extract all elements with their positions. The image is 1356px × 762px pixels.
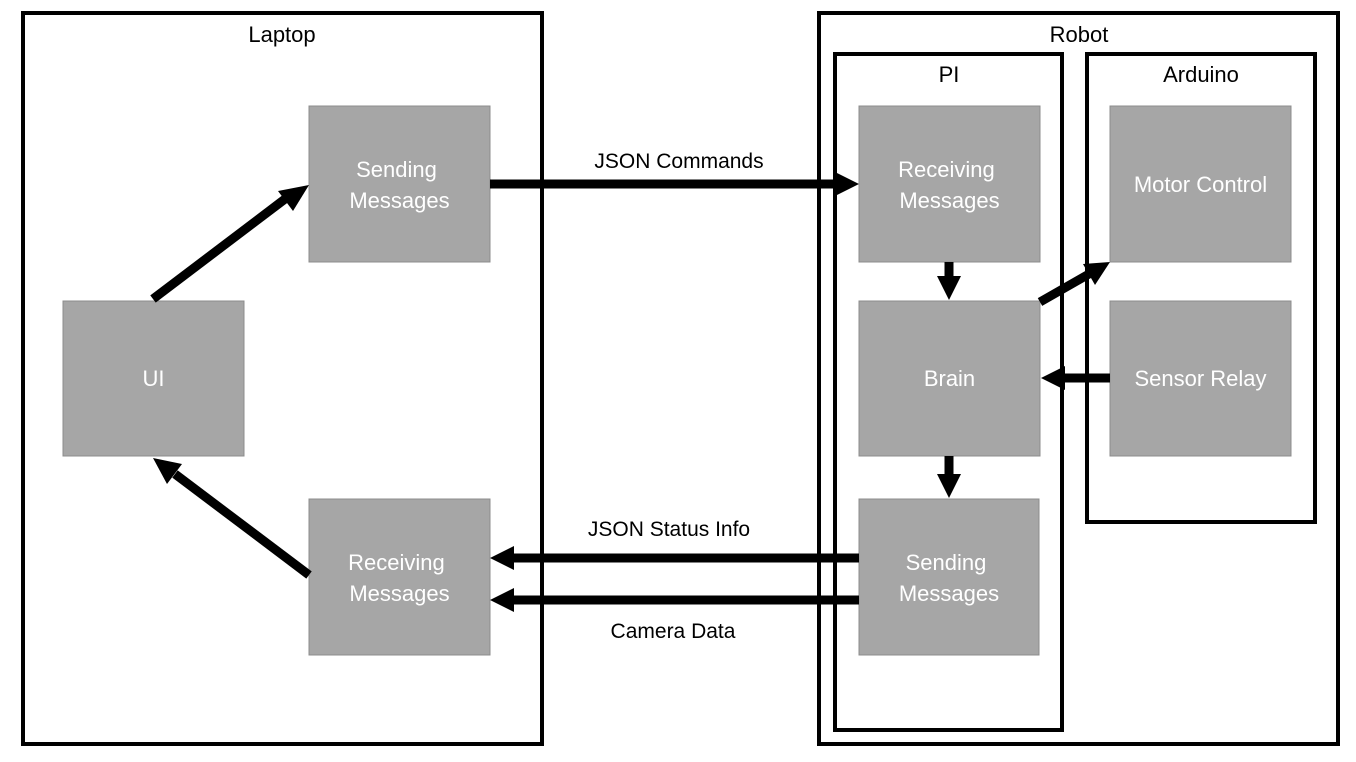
pi-brain-node: Brain <box>858 300 1041 457</box>
pi-sending-label: Sending Messages <box>899 550 999 606</box>
pi-sending-line-2: Messages <box>899 581 999 606</box>
laptop-receiving-line-2: Messages <box>349 581 449 606</box>
pi-label: PI <box>939 62 960 87</box>
pi-receiving-line-2: Messages <box>899 188 999 213</box>
arrow-receiving-to-ui <box>153 458 312 579</box>
laptop-sending-line-1: Sending <box>356 157 437 182</box>
laptop-sending-line-2: Messages <box>349 188 449 213</box>
json-commands-label: JSON Commands <box>594 150 763 173</box>
laptop-ui-label: UI <box>143 366 165 391</box>
laptop-sending-node: Sending Messages <box>308 105 491 263</box>
arrow-brain-to-motor <box>1037 262 1110 306</box>
json-status-label: JSON Status Info <box>588 518 750 541</box>
laptop-receiving-label: Receiving Messages <box>348 550 451 606</box>
arrow-camera-data <box>490 588 859 612</box>
arrow-ui-to-sending <box>150 185 309 303</box>
pi-receiving-label: Receiving Messages <box>898 157 1001 213</box>
pi-receiving-line-1: Receiving <box>898 157 995 182</box>
arduino-motor-node: Motor Control <box>1109 105 1292 263</box>
robot-label: Robot <box>1050 22 1109 47</box>
arduino-label: Arduino <box>1163 62 1239 87</box>
pi-brain-label: Brain <box>924 366 975 391</box>
laptop-receiving-line-1: Receiving <box>348 550 445 575</box>
camera-data-label: Camera Data <box>611 620 736 643</box>
pi-receiving-node: Receiving Messages <box>858 105 1041 263</box>
arrow-json-commands <box>490 172 859 196</box>
laptop-receiving-node: Receiving Messages <box>308 498 491 656</box>
pi-sending-line-1: Sending <box>906 550 987 575</box>
arrow-brain-to-sending <box>937 456 961 498</box>
arrow-json-status <box>490 546 859 570</box>
arduino-sensor-node: Sensor Relay <box>1109 300 1292 457</box>
pi-sending-node: Sending Messages <box>858 498 1040 656</box>
arduino-motor-label: Motor Control <box>1134 172 1267 197</box>
arrow-sensor-to-brain <box>1041 366 1110 390</box>
laptop-label: Laptop <box>248 22 315 47</box>
arrow-receiving-to-brain <box>937 262 961 300</box>
laptop-sending-label: Sending Messages <box>349 157 449 213</box>
arduino-sensor-label: Sensor Relay <box>1134 366 1266 391</box>
laptop-ui-node: UI <box>62 300 245 457</box>
